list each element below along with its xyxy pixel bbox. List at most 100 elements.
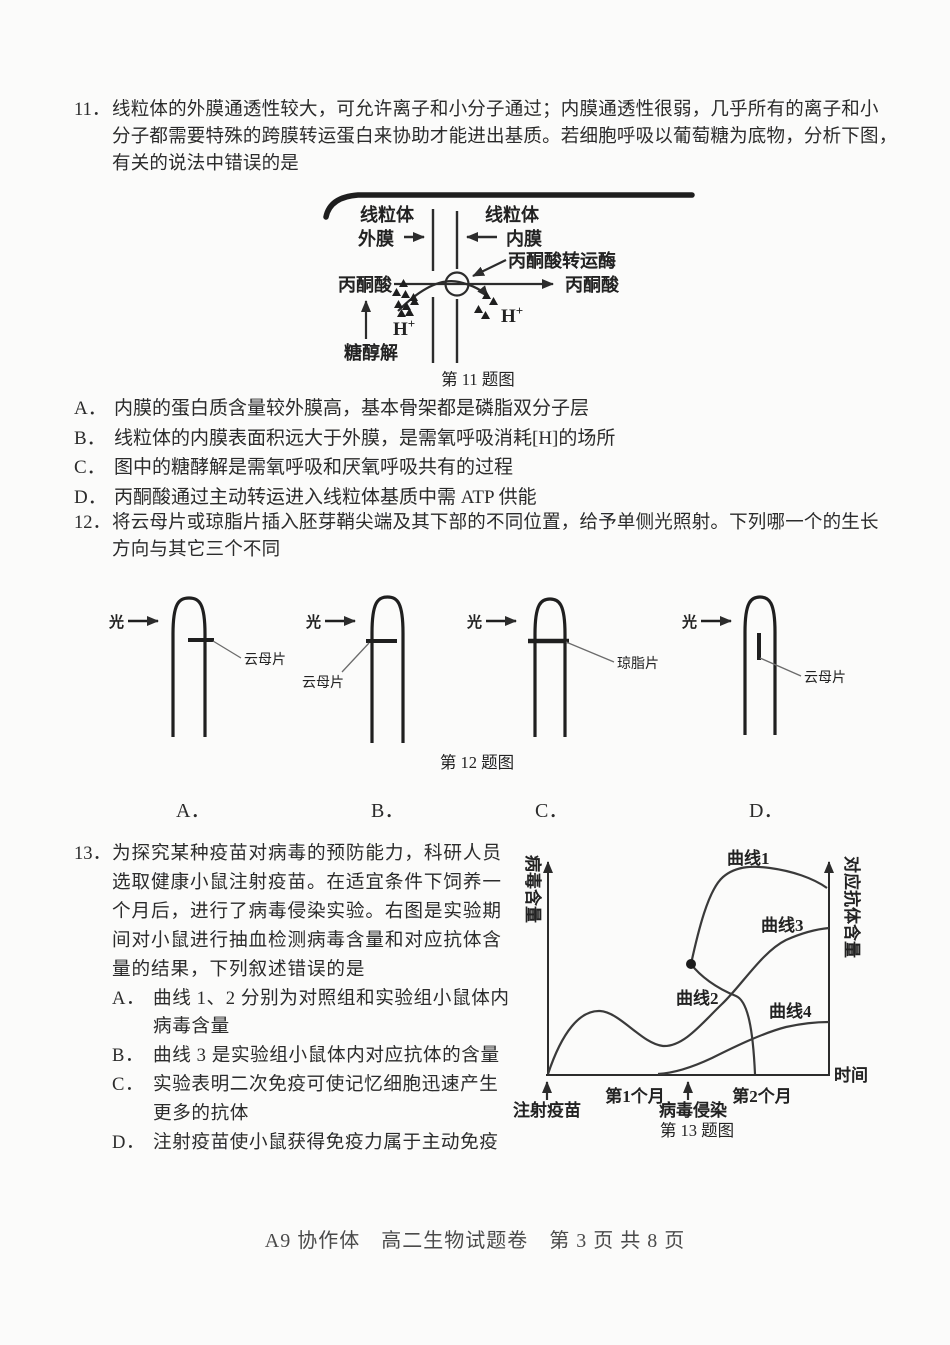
- q13-text-line3: 个月后，进行了病毒侵染实验。右图是实验期: [112, 900, 502, 922]
- curve4-label: 曲线4: [769, 1001, 812, 1021]
- light-c-label: 光: [466, 613, 482, 631]
- curve3-label: 曲线3: [761, 915, 804, 935]
- coleoptile-d: 云母片 光: [681, 595, 846, 735]
- hplus-particles-left: [392, 279, 419, 317]
- q11-option-c: C． 图中的糖酵解是需氧呼吸和厌氧呼吸共有的过程: [74, 453, 615, 483]
- q11-number: 11．: [74, 100, 111, 120]
- q11-option-d: D． 丙酮酸通过主动转运进入线粒体基质中需 ATP 供能: [74, 483, 615, 513]
- figure-q11-mitochondria: 线粒体 外膜 线粒体 内膜 丙酮酸转运酶 丙酮酸 丙酮酸 H+ H+ 糖醇解 第…: [323, 192, 695, 389]
- q11-option-c-text: 图中的糖酵解是需氧呼吸和厌氧呼吸共有的过程: [114, 457, 514, 479]
- q12-option-b-label: B．: [371, 800, 405, 822]
- q13-text-line1-content: 为探究某种疫苗对病毒的预防能力，科研人员: [112, 843, 502, 864]
- q13-text-line2: 选取健康小鼠注射疫苗。在适宜条件下饲养一: [112, 871, 502, 893]
- q13-text-line4: 间对小鼠进行抽血检测病毒含量和对应抗体含: [112, 929, 502, 951]
- q11-options: A． 内膜的蛋白质含量较外膜高，基本骨架都是磷脂双分子层 B． 线粒体的内膜表面…: [74, 394, 615, 512]
- infection-start-dot: [686, 959, 696, 969]
- mitochondrion-outline: [323, 192, 695, 220]
- q13-option-b: B． 曲线 3 是实验组小鼠体内对应抗体的含量: [74, 1042, 514, 1071]
- curve-4-antibody-control: [657, 1020, 830, 1076]
- hplus-label-left: H+: [393, 316, 415, 340]
- coleoptile-a: 云母片 光: [108, 596, 286, 737]
- agar-c-leader-line: [565, 641, 615, 663]
- curve2-label: 曲线2: [676, 988, 719, 1008]
- mica-a-label: 云母片: [244, 652, 286, 668]
- q11-option-b-label: B．: [74, 427, 106, 449]
- q11-text-line3: 有关的说法中错误的是: [112, 154, 300, 174]
- mica-a-leader-line: [212, 640, 242, 659]
- curve-1-virus-control: [689, 865, 828, 965]
- q13-text-line1: 13． 为探究某种疫苗对病毒的预防能力，科研人员: [74, 840, 514, 869]
- q13-option-d: D． 注射疫苗使小鼠获得免疫力属于主动免疫: [74, 1129, 514, 1158]
- outer-membrane-label-line2: 外膜: [358, 228, 394, 249]
- coleoptile-c-outline: [533, 597, 567, 737]
- glycolysis-label: 糖醇解: [344, 342, 398, 363]
- q13-option-c: C． 实验表明二次免疫可使记忆细胞迅速产生 更多的抗体: [74, 1071, 514, 1129]
- agar-c-label: 琼脂片: [617, 656, 659, 672]
- transporter-pointer-arrow: [472, 259, 507, 277]
- q13-option-a-label: A．: [112, 987, 146, 1009]
- q13-option-b-text: 曲线 3 是实验组小鼠体内对应抗体的含量: [153, 1045, 500, 1067]
- q13-option-a-text: 曲线 1、2 分别为对照组和实验组小鼠体内 病毒含量: [153, 985, 510, 1043]
- inner-membrane-label-line1: 线粒体: [485, 204, 540, 225]
- infection-event-label: 病毒侵染: [659, 1100, 727, 1120]
- q12-text-line1: 将云母片或琼脂片插入胚芽鞘尖端及其下部的不同位置，给予单侧光照射。下列哪一个的生…: [112, 513, 879, 533]
- mica-b-label: 云母片: [302, 675, 344, 691]
- light-d-label: 光: [681, 613, 697, 631]
- q13-option-a: A． 曲线 1、2 分别为对照组和实验组小鼠体内 病毒含量: [74, 985, 514, 1043]
- hplus-label-right: H+: [501, 303, 523, 327]
- q11-option-c-label: C．: [74, 457, 106, 479]
- transporter-label: 丙酮酸转运酶: [508, 250, 616, 271]
- x-axis-label: 时间: [834, 1065, 868, 1085]
- q13-option-b-label: B．: [112, 1045, 145, 1067]
- q11-text-line2: 分子都需要特殊的跨膜转运蛋白来协助才能进出基质。若细胞呼吸以葡萄糖为底物，分析下…: [112, 127, 898, 147]
- q12-option-d-label: D．: [749, 800, 784, 822]
- q11-text: 线粒体的外膜通透性较大，可允许离子和小分子通过；内膜通透性很弱，几乎所有的离子和…: [112, 97, 897, 178]
- y-left-axis-label: 病毒含量: [523, 855, 543, 923]
- mica-d-leader-line: [759, 657, 802, 677]
- coleoptile-d-outline: [743, 595, 777, 735]
- figure-q13-caption: 第 13 题图: [660, 1121, 734, 1140]
- q13-option-a-line2: 病毒含量: [153, 1016, 230, 1038]
- q12-number: 12．: [74, 513, 112, 533]
- q12-paragraph: 12． 将云母片或琼脂片插入胚芽鞘尖端及其下部的不同位置，给予单侧光照射。下列哪…: [74, 510, 879, 564]
- q11-text-line1: 线粒体的外膜通透性较大，可允许离子和小分子通过；内膜通透性很弱，几乎所有的离子和…: [112, 100, 879, 120]
- q11-option-a: A． 内膜的蛋白质含量较外膜高，基本骨架都是磷脂双分子层: [74, 394, 615, 424]
- figure-q11-caption: 第 11 题图: [441, 370, 515, 389]
- q11-option-b-text: 线粒体的内膜表面积远大于外膜，是需氧呼吸消耗[H]的场所: [114, 427, 616, 449]
- light-a-label: 光: [108, 613, 124, 631]
- q13-option-d-text: 注射疫苗使小鼠获得免疫力属于主动免疫: [153, 1132, 499, 1154]
- coleoptile-b-outline: [370, 595, 405, 743]
- q12-text-line2: 方向与其它三个不同: [112, 540, 281, 560]
- hplus-particles-right: [474, 291, 498, 319]
- outer-membrane-label-line1: 线粒体: [360, 204, 415, 225]
- light-b-label: 光: [305, 613, 321, 631]
- q11-option-a-label: A．: [74, 398, 107, 419]
- pyruvate-left-label: 丙酮酸: [338, 274, 393, 295]
- q13-option-a-line1: 曲线 1、2 分别为对照组和实验组小鼠体内: [153, 987, 510, 1009]
- q12-option-a-label: A．: [176, 800, 211, 822]
- page-footer: A9 协作体 高二生物试题卷 第 3 页 共 8 页: [264, 1230, 686, 1252]
- mica-d-label: 云母片: [804, 670, 846, 686]
- q12-option-c-label: C．: [535, 800, 569, 822]
- q11-option-a-text: 内膜的蛋白质含量较外膜高，基本骨架都是磷脂双分子层: [114, 398, 590, 419]
- coleoptile-b: 云母片 光: [302, 595, 405, 743]
- q11-option-b: B． 线粒体的内膜表面积远大于外膜，是需氧呼吸消耗[H]的场所: [74, 424, 615, 454]
- q13-text-line5: 量的结果，下列叙述错误的是: [112, 958, 366, 980]
- coleoptile-a-outline: [171, 596, 207, 737]
- month1-label: 第1个月: [605, 1086, 665, 1106]
- figure-q12-caption: 第 12 题图: [440, 753, 514, 772]
- q11-option-d-label: D．: [74, 486, 107, 508]
- q13-option-c-line1: 实验表明二次免疫可使记忆细胞迅速产生: [153, 1074, 499, 1096]
- q13-option-c-line2: 更多的抗体: [153, 1103, 249, 1125]
- figure-q12-coleoptiles: 云母片 光 云母片 光 琼脂片 光 云母片 光: [108, 595, 846, 772]
- q13-option-c-label: C．: [112, 1074, 145, 1096]
- hplus-transport-arrow: [397, 280, 489, 312]
- membrane-lines: [431, 209, 459, 363]
- q13-paragraph: 13． 为探究某种疫苗对病毒的预防能力，科研人员 选取健康小鼠注射疫苗。在适宜条…: [74, 840, 514, 1158]
- mica-b-leader-line: [341, 642, 370, 673]
- q12-option-letters: A． B． C． D．: [0, 794, 950, 824]
- curve1-label: 曲线1: [727, 848, 770, 868]
- q13-number: 13．: [74, 843, 112, 864]
- q13-option-d-label: D．: [112, 1132, 146, 1154]
